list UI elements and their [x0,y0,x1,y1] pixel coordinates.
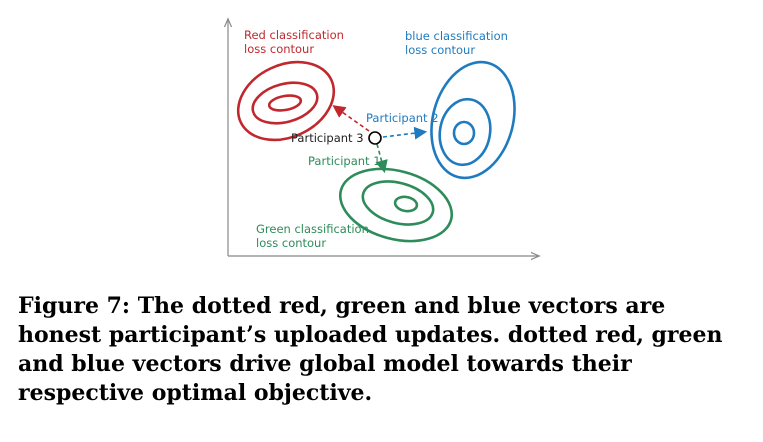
green-contour-label-1: Green classification [256,222,369,236]
global-model-point [368,131,382,145]
blue-contour-label-2: loss contour [405,43,475,57]
green-contour-middle [361,180,435,226]
participant-3-label: Participant 3 [291,131,364,145]
blue-contour-middle [438,97,492,167]
blue-contour-inner [452,120,476,146]
participant-2-label: Participant 2 [366,111,439,125]
figure-caption: Figure 7: The dotted red, green and blue… [18,293,723,406]
red-contour-outer [236,60,336,142]
blue-contour-outer [430,60,516,180]
red-contour-group [236,60,336,142]
green-contour-group [338,167,454,243]
red-update-vector [332,105,370,132]
green-contour-outer [338,167,454,243]
blue-update-vector [382,126,428,140]
red-contour-middle [251,81,319,125]
green-contour-label-2: loss contour [256,236,326,250]
participant-1-label: Participant 1 [308,154,381,168]
blue-contour-label-1: blue classification [405,29,508,43]
blue-contour-group [430,60,516,180]
red-contour-inner [267,94,303,112]
green-contour-inner [393,195,419,213]
green-update-vector [375,143,388,174]
red-contour-label-2: loss contour [244,42,314,56]
loss-contour-diagram: Red classification loss contour blue cla… [0,0,763,285]
red-contour-label-1: Red classification [244,28,344,42]
